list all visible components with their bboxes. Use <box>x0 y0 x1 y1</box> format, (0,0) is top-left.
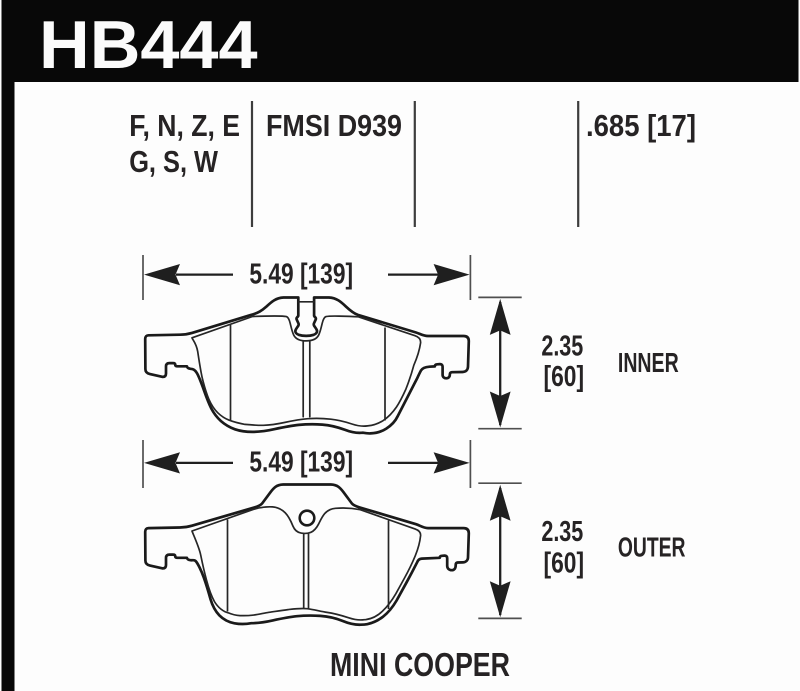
svg-text:INNER: INNER <box>618 347 679 378</box>
svg-text:F, N, Z, E: F, N, Z, E <box>129 109 240 143</box>
svg-text:.685 [17]: .685 [17] <box>586 109 696 143</box>
svg-text:MINI COOPER: MINI COOPER <box>330 647 510 684</box>
svg-text:5.49 [139]: 5.49 [139] <box>249 258 353 290</box>
svg-text:HB444: HB444 <box>39 8 258 83</box>
svg-text:OUTER: OUTER <box>618 532 686 563</box>
svg-text:2.35: 2.35 <box>541 516 583 548</box>
svg-text:5.49 [139]: 5.49 [139] <box>249 447 353 479</box>
svg-text:2.35: 2.35 <box>541 331 583 363</box>
svg-text:[60]: [60] <box>544 548 585 580</box>
svg-text:[60]: [60] <box>544 361 585 393</box>
svg-text:FMSI D939: FMSI D939 <box>266 109 402 143</box>
svg-text:G, S, W: G, S, W <box>129 145 218 179</box>
